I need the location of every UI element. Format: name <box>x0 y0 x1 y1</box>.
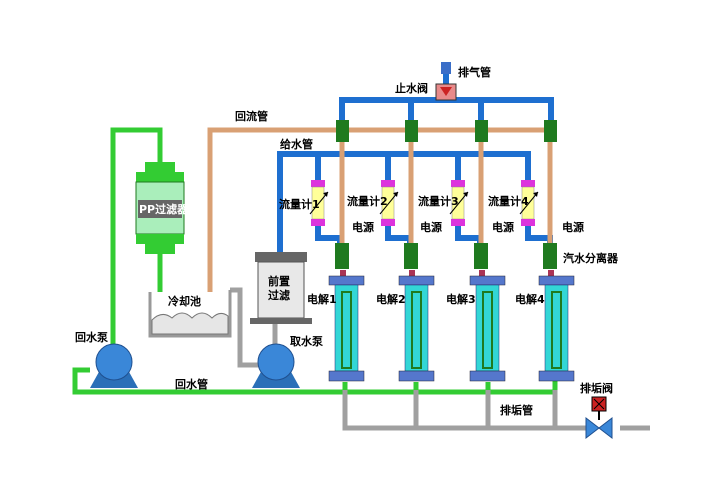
flowmeter-4-label: 流量计4 <box>488 194 529 208</box>
blue-pipes <box>277 70 554 256</box>
electrolyzer-3 <box>469 243 506 382</box>
power-label-3: 电源 <box>492 220 514 234</box>
supply-pipe-label: 给水管 <box>280 137 313 151</box>
exhaust-pipe-label: 排气管 <box>458 65 491 79</box>
return-pipe-top-label: 回流管 <box>235 109 268 123</box>
return-pump-label: 回水泵 <box>75 330 108 344</box>
electrolyzer-4 <box>538 243 575 382</box>
electrolyzer-1 <box>328 243 365 382</box>
electrolyzer-3-label: 电解3 <box>446 292 476 306</box>
cooling-pool <box>148 290 232 338</box>
intake-pump-icon <box>252 343 300 388</box>
flowmeter-1 <box>309 180 329 226</box>
power-label-2: 电源 <box>420 220 442 234</box>
stop-valve-label: 止水阀 <box>395 81 428 95</box>
flowmeter-3 <box>449 180 469 226</box>
pp-filter <box>135 162 185 254</box>
flowmeter-2 <box>379 180 399 226</box>
electrolyzer-4-label: 电解4 <box>515 292 545 306</box>
drain-valve-label: 排垢阀 <box>580 381 613 395</box>
return-pump-icon <box>90 343 138 388</box>
drain-pipe-label: 排垢管 <box>500 403 533 417</box>
pre-filter <box>250 252 312 324</box>
flowmeter-3-label: 流量计3 <box>418 194 459 208</box>
flowmeter-2-label: 流量计2 <box>347 194 388 208</box>
flowmeter-4 <box>519 180 539 226</box>
electrolyzer-2-label: 电解2 <box>376 292 406 306</box>
drain-valve-icon[interactable] <box>585 396 613 440</box>
pre-filter-label-line2: 过滤 <box>268 288 290 302</box>
power-label-1: 电源 <box>352 220 374 234</box>
return-pipes <box>207 127 553 292</box>
pp-filter-label: PP过滤器 <box>139 202 189 216</box>
gray-pipes <box>230 287 650 431</box>
electrolyzer-2 <box>398 243 435 382</box>
electrolyzer-1-label: 电解1 <box>307 292 337 306</box>
gas-water-separator-label: 汽水分离器 <box>563 251 619 265</box>
power-label-4: 电源 <box>562 220 584 234</box>
cooling-pool-label: 冷却池 <box>168 294 201 308</box>
intake-pump-label: 取水泵 <box>290 334 323 348</box>
return-pipe-bottom-label: 回水管 <box>175 377 208 391</box>
flowmeter-1-label: 流量计1 <box>279 197 320 211</box>
pre-filter-label-line1: 前置 <box>268 274 290 288</box>
stop-valve-icon[interactable] <box>435 62 457 101</box>
top-connectors <box>336 120 557 142</box>
